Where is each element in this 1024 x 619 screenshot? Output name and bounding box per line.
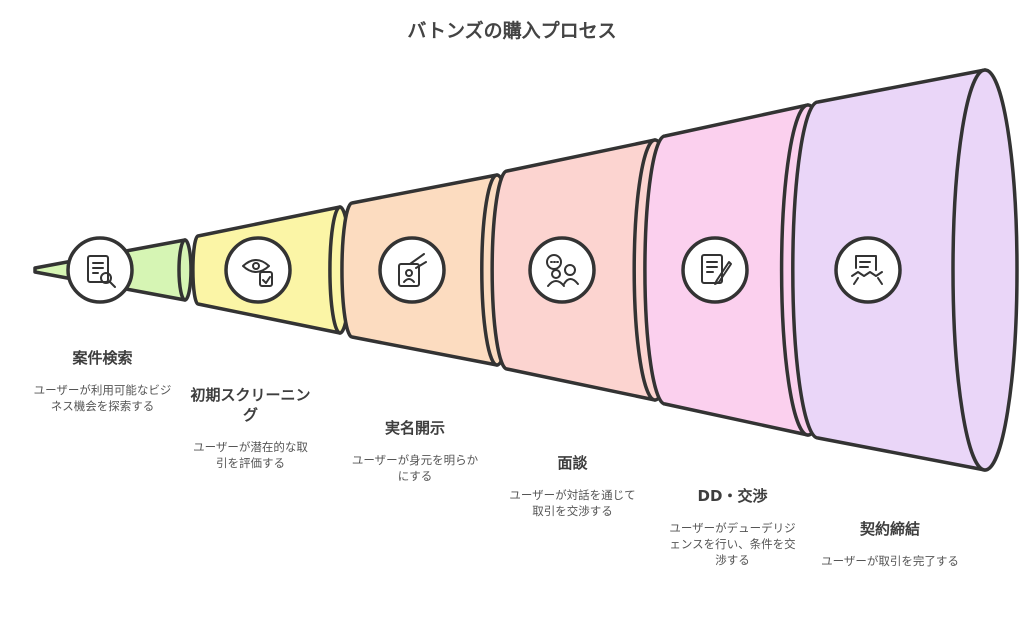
segment-rim (951, 68, 1019, 472)
people-chat-icon (528, 236, 596, 304)
stage-title: 契約締結 (859, 520, 920, 538)
stage-title: 案件検索 (72, 349, 133, 367)
stage-description: ユーザーが利用可能なビジネス機会を探索する (33, 383, 172, 413)
id-card-icon (378, 236, 446, 304)
stage-label-2: 初期スクリーニング ユーザーが潜在的な取引を評価する (188, 385, 313, 471)
stage-label-3: 実名開示 ユーザーが身元を明らかにする (350, 418, 480, 484)
document-signing-icon (681, 236, 749, 304)
eye-checklist-icon (224, 236, 292, 304)
stage-label-1: 案件検索 ユーザーが利用可能なビジネス機会を探索する (30, 348, 175, 414)
diagram-title: バトンズの購入プロセス (407, 20, 617, 42)
stage-description: ユーザーがデューデリジェンスを行い、条件を交渉する (669, 521, 796, 567)
document-search-icon (66, 236, 134, 304)
segment-rim (177, 238, 193, 302)
stage-description: ユーザーが潜在的な取引を評価する (193, 440, 308, 470)
stage-title: DD・交渉 (697, 487, 768, 505)
stage-title: 初期スクリーニング (190, 386, 311, 424)
funnel-segment-1 (33, 236, 193, 304)
stage-description: ユーザーが身元を明らかにする (351, 453, 479, 483)
stage-label-6: 契約締結 ユーザーが取引を完了する (820, 519, 960, 569)
stage-title: 面談 (557, 454, 588, 472)
stage-label-5: DD・交渉 ユーザーがデューデリジェンスを行い、条件を交渉する (665, 486, 800, 568)
funnel-segment-6 (791, 68, 1019, 472)
stage-description: ユーザーが対話を通じて取引を交渉する (509, 488, 636, 518)
stage-label-4: 面談 ユーザーが対話を通じて取引を交渉する (505, 453, 640, 519)
contract-handshake-icon (834, 236, 902, 304)
funnel-segment-3 (340, 173, 514, 367)
stage-title: 実名開示 (384, 419, 445, 437)
funnel-segment-2 (191, 205, 352, 335)
stage-description: ユーザーが取引を完了する (821, 554, 959, 568)
